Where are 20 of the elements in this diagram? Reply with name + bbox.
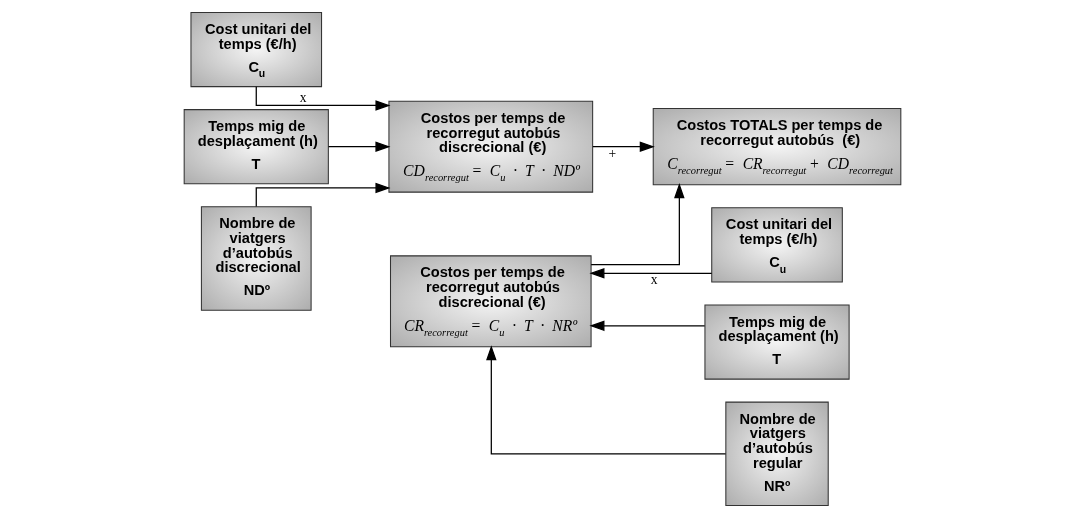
arrow — [255, 86, 391, 111]
node-box: Nombre de viatgers d’autobús regular NRº — [725, 401, 829, 507]
node-box: Cost unitari del temps (€/h) C$_{u}$ — [190, 11, 323, 88]
node-box: Costos per temps de recorregut autobús discrecional (€) CR$_{recorregut}$ = C$_{u}$ · T · NRº — [390, 255, 592, 348]
arrow — [486, 345, 727, 455]
node-box: Temps mig de desplaçament (h) T — [704, 304, 850, 380]
edge-label: + — [608, 145, 617, 161]
edge-label: x — [650, 272, 658, 288]
arrow — [327, 141, 391, 152]
node-box: Costos per temps de recorregut autobús discrecional (€) CD$_{recorregut}$ = C$_{u}$ · T · NDº — [388, 100, 594, 193]
arrow — [589, 320, 706, 332]
arrow — [589, 268, 713, 279]
arrow — [255, 182, 391, 208]
arrow — [592, 141, 655, 152]
edge-label: x — [299, 89, 307, 105]
arrow — [590, 183, 685, 266]
node-box: Nombre de viatgers d’autobús discrecional NDº — [200, 206, 312, 311]
node-box: Cost unitari del temps (€/h) C$_{u}$ — [711, 207, 843, 283]
node-box: Costos TOTALS per temps de recorregut autobús (€) C$_{recorregut}$ = CR$_{recorregut}$ + CD$_{recorregut}$ — [652, 108, 902, 186]
node-box: Temps mig de desplaçament (h) T — [183, 109, 329, 185]
